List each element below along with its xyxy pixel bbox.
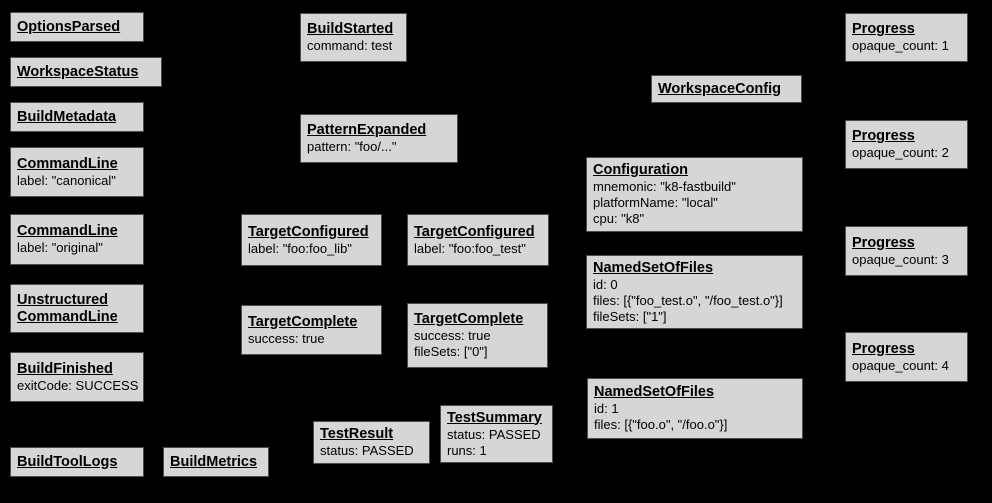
node-title: OptionsParsed <box>17 18 121 35</box>
node-property: status: PASSED <box>447 426 541 442</box>
node-title: CommandLine <box>17 223 118 239</box>
node-title: TestResult <box>320 426 394 442</box>
node-title: CommandLine <box>17 308 118 325</box>
node-property: fileSets: ["1"] <box>593 308 667 324</box>
node-title: TargetComplete <box>414 311 524 327</box>
node-workspace-status: WorkspaceStatus <box>10 57 162 87</box>
node-options-parsed: OptionsParsed <box>10 12 144 42</box>
node-property: opaque_count: 3 <box>852 251 949 267</box>
node-build-metrics: BuildMetrics <box>163 447 269 477</box>
node-property: success: true <box>248 330 325 346</box>
node-build-metadata: BuildMetadata <box>10 102 144 132</box>
node-property: cpu: "k8" <box>593 211 645 226</box>
node-title: TargetConfigured <box>248 223 369 240</box>
node-property: runs: 1 <box>447 442 487 458</box>
node-title: BuildMetadata <box>17 108 117 125</box>
node-title: Progress <box>852 21 915 37</box>
node-title: NamedSetOfFiles <box>593 259 714 276</box>
node-title: Configuration <box>593 162 689 178</box>
node-property: files: [{"foo_test.o", "/foo_test.o"}] <box>593 292 783 308</box>
node-property: label: "canonical" <box>17 172 116 188</box>
node-property: mnemonic: "k8-fastbuild" <box>593 179 736 194</box>
node-property: opaque_count: 2 <box>852 145 949 160</box>
node-title: TargetComplete <box>248 313 358 330</box>
node-property: id: 0 <box>593 276 618 292</box>
node-title: TargetConfigured <box>414 223 535 240</box>
node-title: NamedSetOfFiles <box>594 384 715 400</box>
node-title: Progress <box>852 234 915 251</box>
node-title: Progress <box>852 128 915 144</box>
node-title: PatternExpanded <box>307 122 427 138</box>
node-property: label: "foo:foo_lib" <box>248 240 352 256</box>
node-property: files: [{"foo.o", "/foo.o"}] <box>594 417 728 432</box>
node-title: BuildMetrics <box>170 453 258 470</box>
node-property: status: PASSED <box>320 443 414 458</box>
node-property: label: "original" <box>17 240 103 255</box>
node-title: BuildFinished <box>17 360 113 377</box>
node-property: success: true <box>414 328 491 343</box>
node-property: exitCode: SUCCESS <box>17 377 139 393</box>
node-title: WorkspaceConfig <box>658 80 782 97</box>
node-property: pattern: "foo/..." <box>307 139 397 154</box>
node-build-tool-logs: BuildToolLogs <box>10 447 144 477</box>
node-property: opaque_count: 4 <box>852 357 949 373</box>
node-property: id: 1 <box>594 401 619 416</box>
node-property: label: "foo:foo_test" <box>414 240 526 256</box>
node-property: platformName: "local" <box>593 195 718 210</box>
node-property: command: test <box>307 38 393 53</box>
node-title: Unstructured <box>17 291 109 308</box>
node-title: Progress <box>852 340 915 357</box>
node-property: fileSets: ["0"] <box>414 344 488 359</box>
node-title: WorkspaceStatus <box>17 63 139 80</box>
node-title: TestSummary <box>447 409 542 426</box>
node-title: BuildStarted <box>307 21 394 37</box>
node-property: opaque_count: 1 <box>852 38 949 53</box>
node-workspace-config: WorkspaceConfig <box>651 75 802 103</box>
node-title: BuildToolLogs <box>17 453 118 470</box>
node-title: CommandLine <box>17 155 118 172</box>
